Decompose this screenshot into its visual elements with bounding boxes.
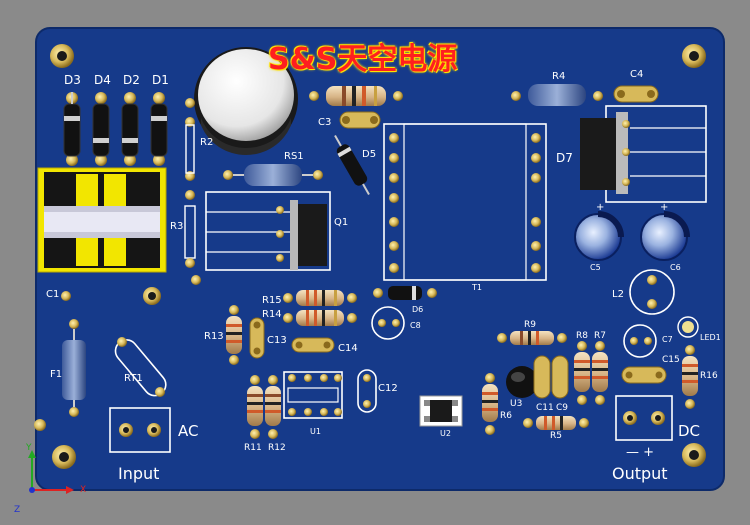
d5-diode bbox=[334, 135, 370, 195]
axis-x-label: X bbox=[80, 485, 87, 495]
label-d2: D2 bbox=[123, 73, 140, 87]
t1-transformer bbox=[383, 123, 547, 281]
label-r11: R11 bbox=[244, 443, 262, 453]
label-c13: C13 bbox=[267, 335, 287, 346]
label-c9: C9 bbox=[556, 403, 569, 413]
label-d6: D6 bbox=[412, 305, 424, 314]
label-c8: C8 bbox=[410, 321, 421, 330]
ac-label: AC bbox=[178, 422, 199, 440]
c13-c14 bbox=[249, 317, 335, 359]
r8-r7 bbox=[574, 341, 608, 405]
r13-resistor bbox=[226, 305, 242, 365]
label-r4: R4 bbox=[552, 71, 566, 82]
label-led1: LED1 bbox=[700, 333, 721, 342]
label-d1: D1 bbox=[152, 73, 169, 87]
axis-y-label: Y bbox=[26, 443, 32, 453]
r6-resistor bbox=[482, 373, 498, 435]
label-c4: C4 bbox=[630, 69, 644, 80]
d6-diode bbox=[373, 286, 437, 300]
label-r5: R5 bbox=[550, 431, 562, 441]
dc-polarity-label: — + bbox=[626, 445, 655, 460]
bridge-diodes bbox=[63, 92, 168, 166]
d7-rectifier bbox=[580, 105, 707, 203]
label-r15: R15 bbox=[262, 295, 282, 306]
c12-capacitor bbox=[357, 369, 377, 413]
label-r14: R14 bbox=[262, 309, 282, 320]
u3-regulator bbox=[506, 366, 538, 398]
label-r2: R2 bbox=[200, 137, 214, 148]
label-r13: R13 bbox=[204, 331, 224, 342]
label-r3: R3 bbox=[170, 221, 184, 232]
label-l2: L2 bbox=[612, 289, 624, 300]
board-title: S&S天空电源 bbox=[268, 42, 458, 77]
label-r6: R6 bbox=[500, 411, 512, 421]
label-c12: C12 bbox=[378, 383, 398, 394]
label-c1: C1 bbox=[46, 289, 60, 300]
r4-resistor bbox=[511, 84, 603, 106]
q1-transistor bbox=[205, 191, 331, 271]
label-u1: U1 bbox=[310, 427, 321, 436]
mounting-holes bbox=[34, 44, 706, 469]
led1-indicator bbox=[677, 316, 699, 338]
c3-capacitor bbox=[339, 111, 381, 129]
label-c3: C3 bbox=[318, 117, 332, 128]
label-r16: R16 bbox=[700, 371, 718, 381]
c15-capacitor bbox=[621, 366, 667, 384]
r11-r12 bbox=[247, 375, 281, 439]
output-capacitors bbox=[574, 211, 690, 261]
ac-input-connector bbox=[109, 407, 171, 453]
r9-resistor bbox=[497, 331, 567, 345]
label-rt1: RT1 bbox=[124, 373, 143, 384]
c8-capacitor bbox=[371, 306, 405, 340]
bulk-capacitor bbox=[194, 47, 298, 155]
resistor-top bbox=[309, 86, 403, 106]
c11-c9 bbox=[533, 355, 569, 399]
label-c15: C15 bbox=[662, 355, 680, 365]
input-label: Input bbox=[118, 464, 160, 483]
label-f1: F1 bbox=[50, 369, 63, 380]
label-r8: R8 bbox=[576, 331, 588, 341]
label-d3: D3 bbox=[64, 73, 81, 87]
label-c6: C6 bbox=[670, 263, 681, 272]
rs1-resistor bbox=[223, 164, 323, 186]
r15-r14 bbox=[283, 290, 357, 326]
label-d5: D5 bbox=[362, 149, 377, 160]
c7-capacitor bbox=[623, 324, 657, 358]
label-q1: Q1 bbox=[334, 217, 349, 228]
f1-fuse bbox=[62, 319, 86, 417]
label-rs1: RS1 bbox=[284, 151, 304, 162]
label-u3: U3 bbox=[510, 399, 523, 409]
r2-pads bbox=[185, 98, 195, 200]
label-r9: R9 bbox=[524, 320, 536, 330]
output-label: Output bbox=[612, 464, 668, 483]
c4-capacitor bbox=[613, 85, 659, 103]
svg-text:+: + bbox=[660, 202, 668, 213]
label-t1: T1 bbox=[472, 283, 482, 292]
axis-z-label: Z bbox=[14, 505, 21, 515]
dc-label: DC bbox=[678, 422, 701, 440]
label-r12: R12 bbox=[268, 443, 286, 453]
input-choke bbox=[37, 167, 167, 273]
dc-output-connector bbox=[615, 395, 673, 441]
rt1-thermistor bbox=[114, 337, 167, 397]
axis-triad bbox=[28, 450, 74, 494]
misc-pads bbox=[61, 275, 201, 301]
label-r7: R7 bbox=[594, 331, 606, 341]
label-c14: C14 bbox=[338, 343, 358, 354]
svg-text:+: + bbox=[596, 202, 604, 213]
l2-inductor bbox=[629, 269, 675, 315]
label-c11: C11 bbox=[536, 403, 554, 413]
label-d7: D7 bbox=[556, 151, 573, 165]
u1-optocoupler bbox=[283, 371, 343, 419]
label-d4: D4 bbox=[94, 73, 111, 87]
label-u2: U2 bbox=[440, 429, 451, 438]
r16-resistor bbox=[682, 345, 698, 409]
label-c5: C5 bbox=[590, 263, 601, 272]
label-c7: C7 bbox=[662, 335, 673, 344]
u2-chip bbox=[419, 395, 463, 427]
r5-resistor bbox=[523, 416, 589, 430]
